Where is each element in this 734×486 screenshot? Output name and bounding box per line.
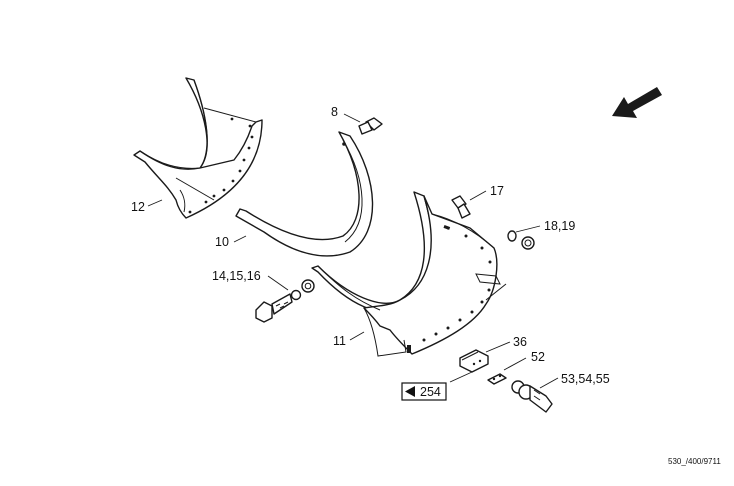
bolt-washer-nut-14-15-16 <box>255 279 315 323</box>
plate-52 <box>487 373 507 385</box>
callout-18-19: 18,19 <box>544 219 575 233</box>
bolt-8 <box>358 117 383 135</box>
arrow-down-left-icon <box>612 87 662 118</box>
callout-14-15-16: 14,15,16 <box>212 269 261 283</box>
reference-254[interactable]: 254 <box>401 382 447 401</box>
part-11-guide-shell <box>311 191 507 357</box>
callout-17: 17 <box>490 184 504 198</box>
triangle-left-icon <box>405 386 415 397</box>
callout-36: 36 <box>513 335 527 349</box>
callout-8: 8 <box>331 105 338 119</box>
bolt-washer-nut-53-54-55 <box>511 380 553 413</box>
direction-arrow <box>612 87 662 118</box>
callout-12: 12 <box>131 200 145 214</box>
callout-10: 10 <box>215 235 229 249</box>
callout-52: 52 <box>531 350 545 364</box>
part-10-curved-band <box>235 131 374 257</box>
callout-53-54-55: 53,54,55 <box>561 372 610 386</box>
bracket-36 <box>459 349 489 373</box>
nut-washer-18-19 <box>507 230 535 250</box>
leader-lines <box>147 113 559 389</box>
bolt-17 <box>451 195 471 219</box>
reference-label: 254 <box>420 385 441 399</box>
part-12-guide-shell <box>133 77 263 219</box>
callout-11: 11 <box>333 334 346 348</box>
drawing-code: 530_/400/9711 <box>668 457 721 466</box>
